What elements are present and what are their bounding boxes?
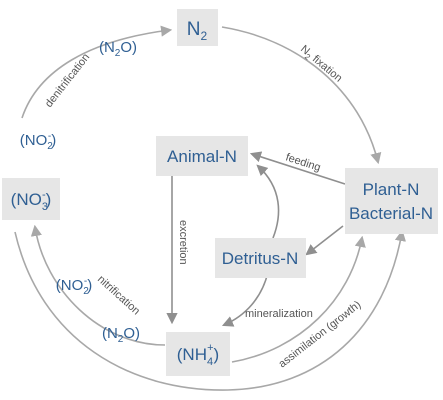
- label-denitrification: denitrification: [43, 51, 92, 109]
- node-animal-label: Animal-N: [167, 147, 237, 166]
- arrow-mineralization: [221, 271, 269, 327]
- label-n2-fixation: N2 fixation: [297, 43, 345, 86]
- label-mineralization: mineralization: [245, 308, 313, 320]
- node-detritus-label: Detritus-N: [222, 249, 299, 268]
- node-nh4-label: (NH4+): [177, 342, 219, 368]
- node-plant-label: Plant-N: [363, 180, 420, 199]
- intermediate-n2o-top: (N2O): [99, 39, 137, 59]
- node-nh4-box: [166, 332, 230, 376]
- arrow-no3-assimilation-to-plant: [14, 229, 406, 391]
- arrow-plant-to-detritus: [305, 225, 344, 256]
- node-plant-box: [345, 168, 438, 234]
- node-bacterial-label: Bacterial-N: [349, 204, 433, 223]
- arrow-n2-fixation: [221, 26, 382, 165]
- arrow-nh4-to-no3-nitrification: [30, 224, 166, 346]
- intermediate-no2-left: (NO2-): [20, 131, 56, 152]
- arrow-denitrification-to-n2: [21, 25, 173, 119]
- node-no3-box: [2, 178, 60, 220]
- arrow-nh4-assimilation-to-plant: [231, 235, 366, 363]
- node-n2-box: [177, 9, 218, 46]
- intermediate-n2o-bottom: (N2O): [102, 325, 140, 345]
- label-excretion: excretion: [177, 220, 189, 265]
- intermediate-no2-bottom: (NO2-): [56, 276, 92, 297]
- arrow-feeding: [249, 151, 346, 185]
- node-no3-label: (NO3-): [11, 189, 52, 213]
- node-detritus-box: [215, 238, 306, 278]
- node-animal-box: [156, 136, 248, 176]
- arrow-detritus-to-animal: [256, 164, 280, 239]
- node-n2-label: N2: [187, 19, 208, 43]
- label-nitrification: nitrification: [95, 273, 142, 317]
